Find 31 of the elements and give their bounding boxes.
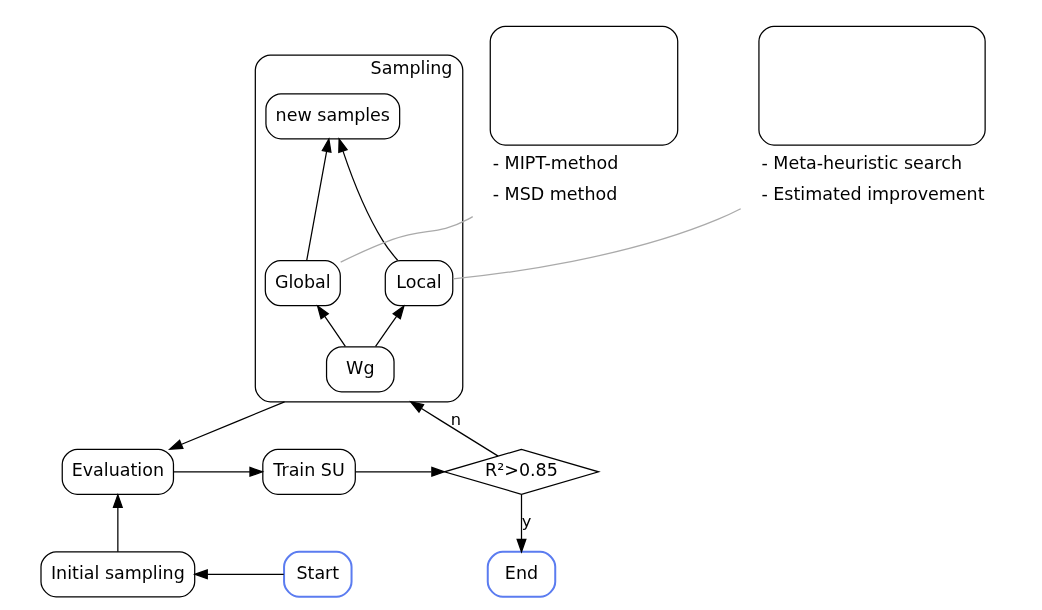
connector <box>451 208 741 280</box>
arrow <box>374 304 405 347</box>
edge-label: y <box>521 512 531 532</box>
arrow <box>515 494 527 554</box>
node-box <box>489 25 678 146</box>
arrow <box>167 401 285 450</box>
node-box: End <box>486 550 556 598</box>
node-box: Start <box>282 550 353 598</box>
arrow <box>354 466 446 478</box>
node-label: - MSD method <box>492 184 617 205</box>
edge-label: n <box>450 409 461 429</box>
node-box <box>757 25 986 146</box>
arrow <box>337 137 398 261</box>
node-box: Initial sampling <box>39 551 195 598</box>
node-label: - Estimated improvement <box>760 184 985 205</box>
connector <box>339 216 473 263</box>
arrow <box>112 492 123 553</box>
arrow <box>305 137 332 261</box>
node-box: new samples <box>264 93 400 140</box>
node-label: - MIPT-method <box>492 153 618 174</box>
node-box: Global <box>264 260 341 307</box>
node-box: Wg <box>325 346 395 393</box>
arrow <box>192 569 284 580</box>
node-diamond: R²>0.85 <box>441 448 601 495</box>
node-box: Evaluation <box>61 448 174 495</box>
node-label: - Meta-heuristic search <box>760 153 962 174</box>
node-box: Local <box>384 260 453 307</box>
node-box: Train SU <box>261 448 356 495</box>
arrow <box>408 400 499 457</box>
arrow <box>172 466 264 478</box>
arrow <box>316 304 346 347</box>
